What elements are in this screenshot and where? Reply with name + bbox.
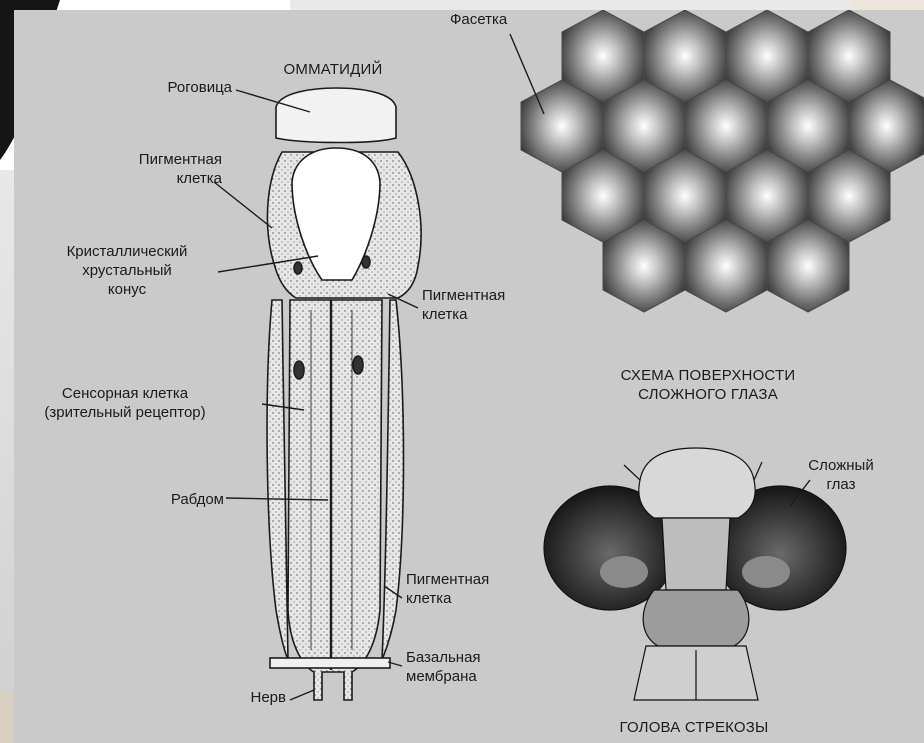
basal-membrane-shape	[270, 658, 390, 668]
dragonfly-title: ГОЛОВА СТРЕКОЗЫ	[584, 718, 804, 737]
label-nerve: Нерв	[220, 688, 286, 707]
diagram-panel: ОММАТИДИЙ Роговица Пигментная клетка Кри…	[14, 10, 924, 743]
label-facet: Фасетка	[450, 10, 550, 29]
label-cornea: Роговица	[112, 78, 232, 97]
facets-drawing	[521, 10, 924, 312]
label-rhabdom: Рабдом	[118, 490, 224, 509]
cornea-shape	[276, 88, 396, 143]
label-pigment-cell-2: Пигментная клетка	[422, 286, 542, 324]
ommatidium-title: ОММАТИДИЙ	[258, 60, 408, 79]
nucleus-4	[353, 356, 363, 374]
label-crystal-cone: Кристаллический хрустальный конус	[52, 242, 202, 299]
label-pigment-cell-1: Пигментная клетка	[92, 150, 222, 188]
nucleus-2	[362, 256, 370, 268]
ommatidium-drawing	[267, 88, 421, 700]
surface-title: СХЕМА ПОВЕРХНОСТИ СЛОЖНОГО ГЛАЗА	[588, 366, 828, 404]
nucleus-3	[294, 361, 304, 379]
nucleus-1	[294, 262, 302, 274]
outer-pigment-left	[267, 300, 288, 660]
label-pigment-cell-3: Пигментная клетка	[406, 570, 526, 608]
label-sensory-cell: Сенсорная клетка (зрительный рецептор)	[0, 384, 250, 422]
label-basal-membrane: Базальная мембрана	[406, 648, 526, 686]
outer-pigment-right	[382, 300, 404, 660]
label-compound-eye: Сложный глаз	[786, 456, 896, 494]
